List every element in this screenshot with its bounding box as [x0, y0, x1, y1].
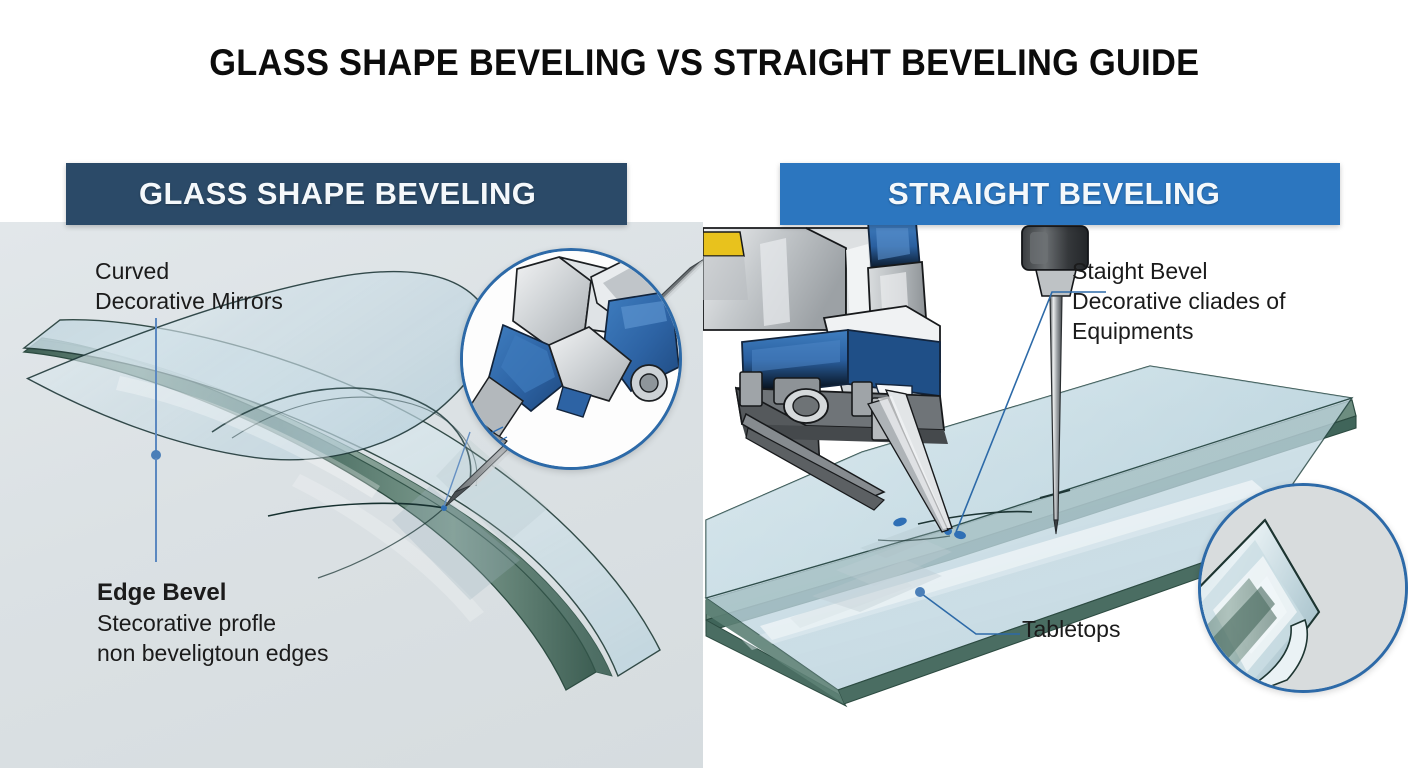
annotation-line-1: Staight Bevel: [1072, 258, 1208, 284]
left-magnifier-circle: [460, 248, 682, 470]
bevel-edge-closeup-art: [1201, 486, 1405, 690]
right-panel-header: STRAIGHT BEVELING: [780, 163, 1340, 225]
annotation-edge-bevel: Edge Bevel Stecorative profle non beveli…: [97, 578, 328, 668]
right-magnifier-circle: [1198, 483, 1408, 693]
annotation-line-3: non beveligtoun edges: [97, 640, 329, 666]
tool-head-closeup-art: [463, 251, 679, 467]
annotation-straight-bevel: Staight Bevel Decorative cliades of Equi…: [1072, 256, 1286, 346]
annotation-line-2: Decorative Mirrors: [95, 288, 283, 314]
annotation-line-1: Edge Bevel: [97, 579, 227, 606]
page-title: GLASS SHAPE BEVELING VS STRAIGHT BEVELIN…: [208, 41, 1200, 83]
right-panel-header-label: STRAIGHT BEVELING: [888, 176, 1221, 211]
annotation-tabletops: Tabletops: [1022, 614, 1120, 644]
title-bar: GLASS SHAPE BEVELING VS STRAIGHT BEVELIN…: [0, 0, 1408, 125]
annotation-line-2: Stecorative profle: [97, 610, 276, 636]
annotation-line-2: Decorative cliades of: [1072, 288, 1286, 314]
left-panel-header: GLASS SHAPE BEVELING: [66, 163, 627, 225]
annotation-curved-decorative-mirrors: Curved Decorative Mirrors: [95, 256, 283, 316]
annotation-line-3: Equipments: [1072, 318, 1194, 344]
left-panel-header-label: GLASS SHAPE BEVELING: [139, 176, 537, 211]
annotation-line-1: Tabletops: [1022, 616, 1121, 642]
annotation-line-1: Curved: [95, 258, 170, 284]
